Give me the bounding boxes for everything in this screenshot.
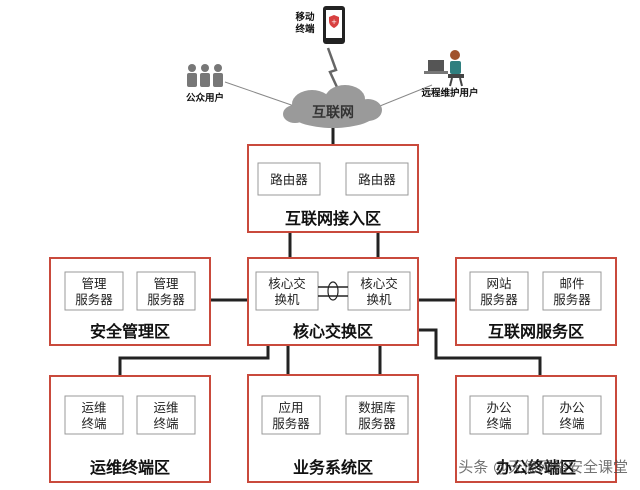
device-mgmt-server-1-line2: 服务器 (75, 292, 113, 307)
internet-cloud-icon: 互联网 (283, 85, 382, 128)
link-public-users (224, 81, 301, 109)
zone-internet-access-title: 互联网接入区 (285, 209, 381, 228)
public-users-icon (187, 64, 223, 87)
device-office-terminal-2-line2: 终端 (559, 416, 584, 431)
device-ops-terminal-2-line2: 终端 (153, 416, 178, 431)
device-core-switch-1 (255, 271, 319, 311)
device-mail-server-line1: 邮件 (559, 276, 584, 291)
device-router-1 (257, 162, 321, 196)
device-web-server-line1: 网站 (486, 276, 511, 291)
device-app-server-line2: 服务器 (272, 416, 310, 431)
device-router-1-label: 路由器 (270, 172, 308, 187)
mobile-terminal-label-2: 终端 (294, 23, 315, 35)
device-app-server-line1: 应用 (278, 400, 303, 415)
zone-office-terminals-title: 办公终端区 (496, 458, 576, 477)
zone-ops-terminals: 运维 终端 运维 终端 运维终端区 (49, 375, 211, 483)
device-office-terminal-1-line1: 办公 (486, 400, 512, 415)
device-mail-server-line2: 服务器 (553, 292, 591, 307)
device-router-2-label: 路由器 (358, 172, 396, 187)
zone-office-terminals: 办公 终端 办公 终端 办公终端区 (455, 375, 617, 483)
zone-business-systems: 应用 服务器 数据库 服务器 业务系统区 (247, 374, 419, 483)
zone-internet-services: 网站 服务器 邮件 服务器 互联网服务区 (455, 257, 617, 346)
device-db-server-line2: 服务器 (358, 416, 396, 431)
device-mgmt-server-1-line1: 管理 (81, 276, 107, 291)
device-ops-terminal-2 (136, 395, 196, 435)
zone-core-switching: 核心交 换机 核心交 换机 核心交换区 (247, 257, 419, 346)
device-core-switch-2 (347, 271, 411, 311)
link-core-office (418, 328, 542, 376)
wireless-bolt-icon (326, 47, 344, 99)
device-db-server-line1: 数据库 (358, 400, 396, 415)
device-office-terminal-2-line1: 办公 (559, 400, 585, 415)
core-link-aggregation-icon (327, 281, 339, 301)
device-core-switch-2-line2: 换机 (366, 292, 392, 307)
watermark-text: 头条 @天億网络安全课堂 (458, 458, 628, 476)
device-core-switch-1-line2: 换机 (274, 292, 300, 307)
remote-users-label: 远程维护用户 (421, 87, 478, 99)
zone-ops-terminals-title: 运维终端区 (90, 458, 170, 477)
link-core-ops (118, 345, 270, 376)
device-core-switch-2-line1: 核心交 (360, 276, 398, 291)
device-office-terminal-2 (542, 395, 602, 435)
device-ops-terminal-2-line1: 运维 (153, 400, 178, 415)
device-mgmt-server-2-line1: 管理 (153, 276, 179, 291)
mobile-phone-icon: + (323, 6, 345, 44)
zone-internet-services-title: 互联网服务区 (488, 322, 584, 341)
device-web-server-line2: 服务器 (480, 292, 518, 307)
zone-core-switching-title: 核心交换区 (293, 322, 373, 341)
device-mgmt-server-1 (64, 271, 124, 311)
device-mgmt-server-2-line2: 服务器 (147, 292, 185, 307)
device-core-switch-1-line1: 核心交 (268, 276, 306, 291)
zone-business-systems-title: 业务系统区 (293, 458, 373, 477)
zone-security-management: 管理 服务器 管理 服务器 安全管理区 (49, 257, 211, 346)
link-remote-users (374, 84, 433, 109)
device-ops-terminal-1-line1: 运维 (81, 400, 106, 415)
device-app-server (261, 395, 321, 435)
mobile-terminal-label-1: 移动 (295, 11, 315, 23)
internet-links (224, 81, 433, 109)
device-router-2 (345, 162, 409, 196)
device-mgmt-server-2 (136, 271, 196, 311)
device-ops-terminal-1 (64, 395, 124, 435)
zone-security-management-title: 安全管理区 (90, 322, 170, 341)
device-office-terminal-1-line2: 终端 (486, 416, 511, 431)
device-ops-terminal-1-line2: 终端 (81, 416, 106, 431)
device-web-server (469, 271, 529, 311)
device-mail-server (542, 271, 602, 311)
public-users-label: 公众用户 (186, 92, 224, 104)
remote-user-icon (424, 50, 464, 87)
svg-text:+: + (331, 18, 337, 26)
internet-label: 互联网 (312, 105, 354, 121)
zone-internet-access: 路由器 路由器 互联网接入区 (247, 144, 419, 233)
device-office-terminal-1 (469, 395, 529, 435)
device-db-server (345, 395, 409, 435)
